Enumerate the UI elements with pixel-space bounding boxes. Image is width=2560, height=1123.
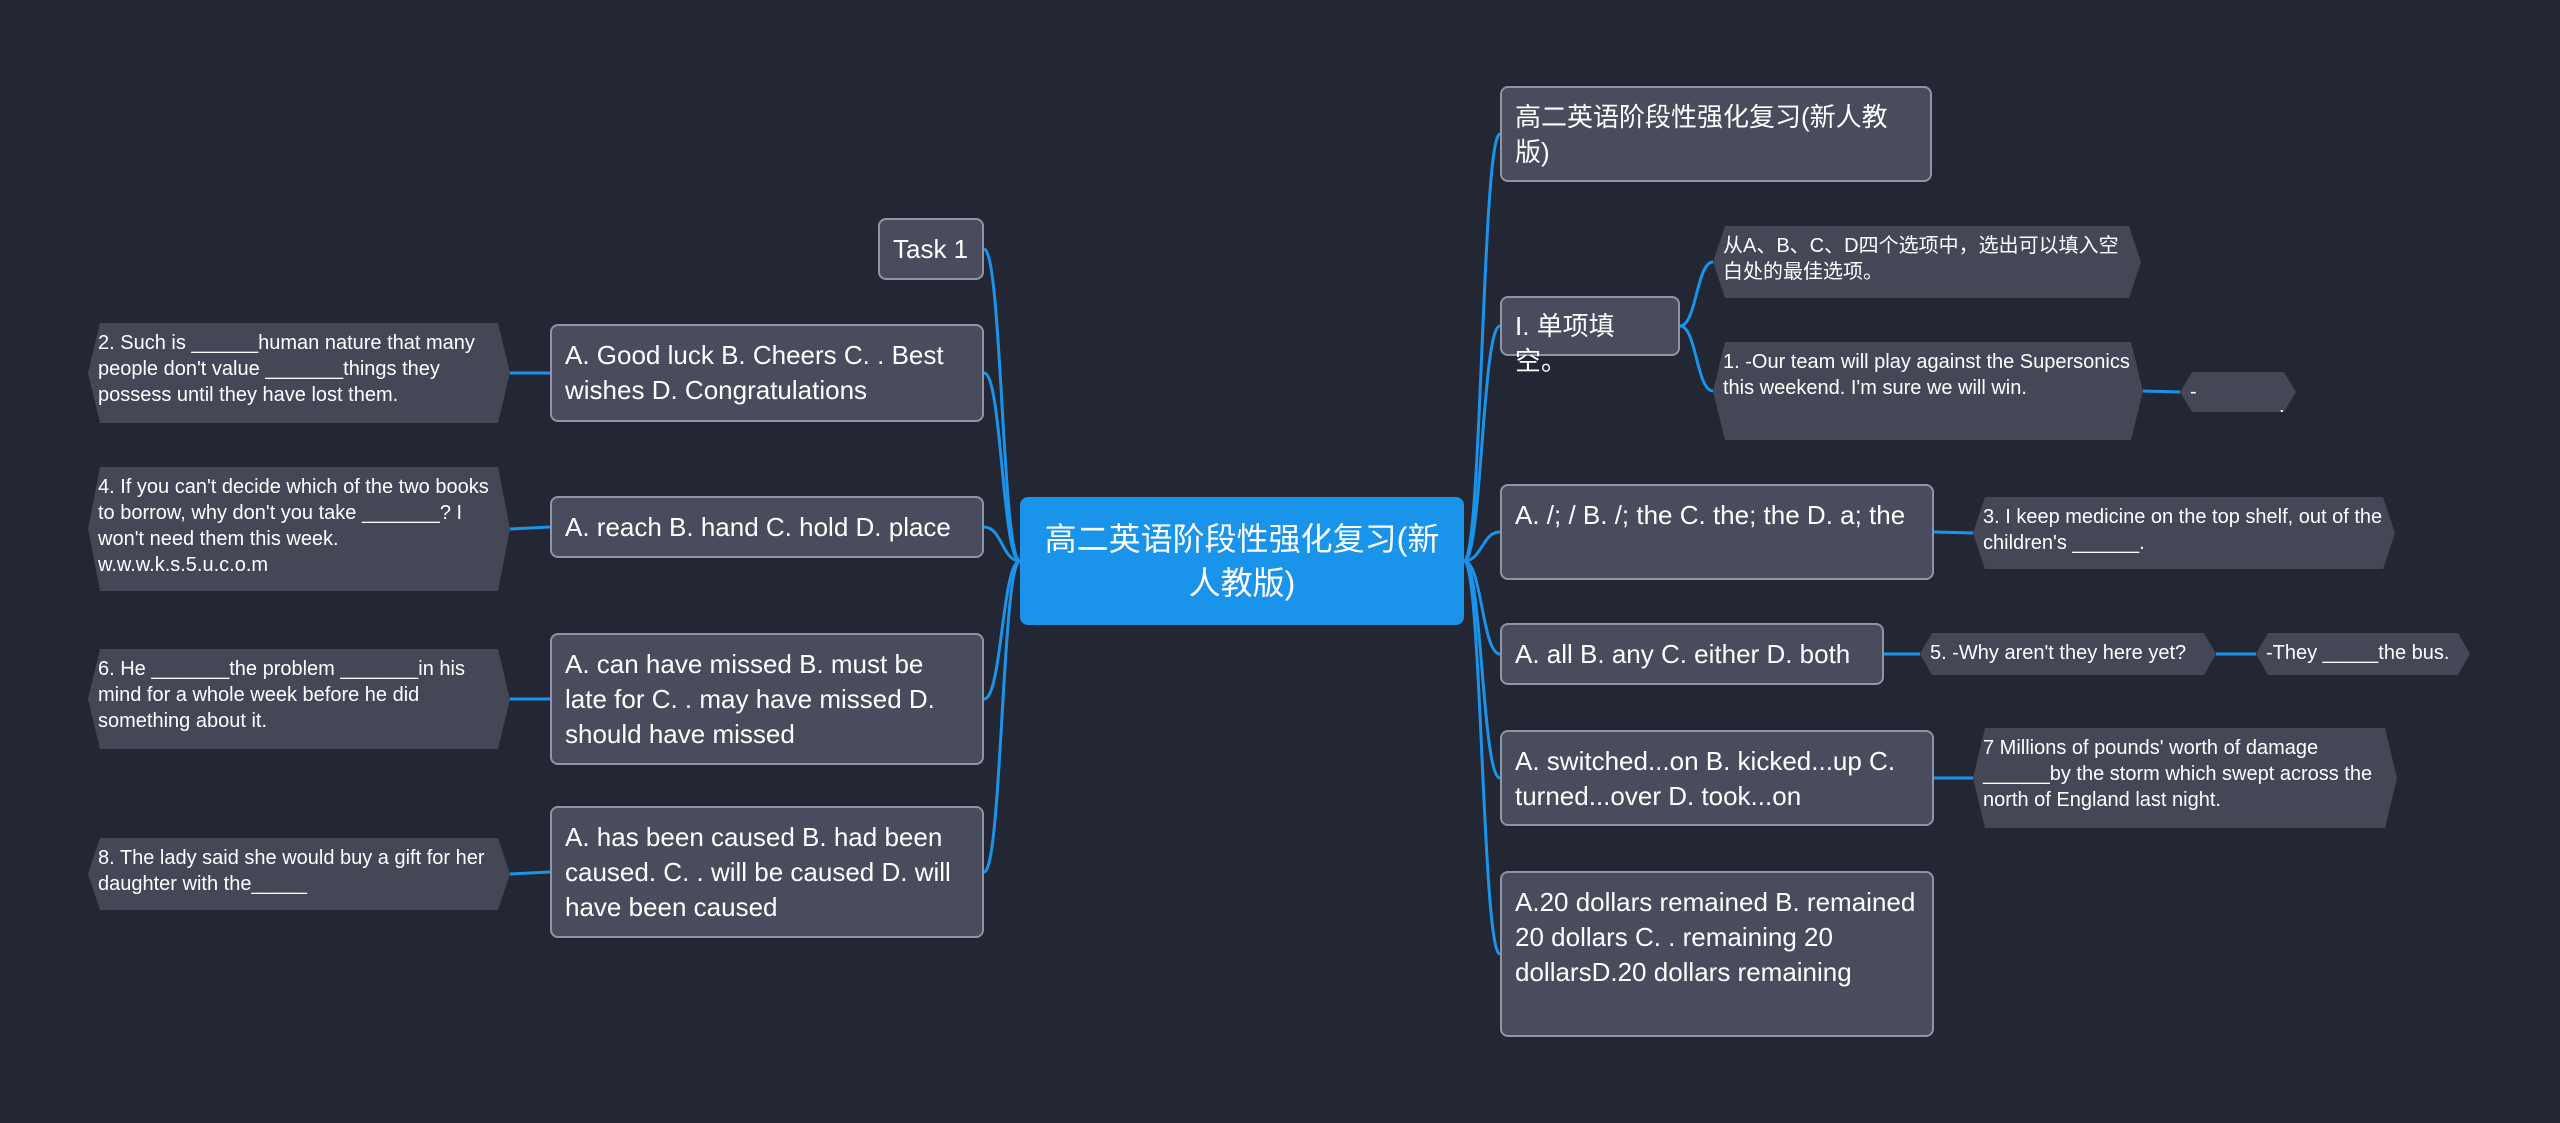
options-reach-label: A. reach B. hand C. hold D. place [565, 512, 951, 542]
link-n-r-art [1463, 530, 1501, 563]
task-1-node[interactable]: Task 1 [878, 218, 984, 280]
options-luck-node[interactable]: A. Good luck B. Cheers C. . Best wishes … [550, 324, 984, 422]
link-n-r-sec1 [1462, 324, 1502, 563]
question-2-label: 2. Such is ______human nature that many … [98, 332, 475, 406]
options-missed-label: A. can have missed B. must be late for C… [565, 649, 935, 749]
link-instr [1679, 260, 1714, 328]
question-8-label: 8. The lady said she would buy a gift fo… [98, 847, 485, 895]
link-q1a [2142, 389, 2181, 394]
question-5-label: 5. -Why aren't they here yet? [1930, 642, 2187, 664]
central-topic[interactable]: 高二英语阶段性强化复习(新人教版) [1020, 497, 1464, 625]
options-switched-node[interactable]: A. switched...on B. kicked...up C. turne… [1500, 730, 1934, 826]
options-reach-node[interactable]: A. reach B. hand C. hold D. place [550, 496, 984, 558]
question-2-node[interactable]: 2. Such is ______human nature that many … [88, 323, 510, 423]
right-title-label: 高二英语阶段性强化复习(新人教版) [1515, 102, 1888, 167]
question-6-label: 6. He _______the problem _______in his m… [98, 658, 465, 732]
question-6-node[interactable]: 6. He _______the problem _______in his m… [88, 649, 510, 749]
link-q3 [1933, 530, 1974, 535]
link-n-l-q8 [509, 870, 551, 876]
link-n-l-task [982, 247, 1022, 563]
question-4-label: 4. If you can't decide which of the two … [98, 476, 489, 576]
link-n-l-q4 [509, 525, 551, 531]
question-5-answer-node[interactable]: -They _____the bus. [2256, 633, 2470, 675]
instruction-node[interactable]: 从A、B、C、D四个选项中，选出可以填入空白处的最佳选项。 [1713, 226, 2141, 298]
question-8-node[interactable]: 8. The lady said she would buy a gift fo… [88, 838, 510, 910]
question-5-answer-label: -They _____the bus. [2266, 642, 2450, 664]
options-missed-node[interactable]: A. can have missed B. must be late for C… [550, 633, 984, 765]
question-5-node[interactable]: 5. -Why aren't they here yet? [1920, 633, 2216, 675]
link-n-r-title [1462, 132, 1502, 563]
question-3-node[interactable]: 3. I keep medicine on the top shelf, out… [1973, 497, 2395, 569]
link-n-r-all [1463, 559, 1501, 656]
options-switched-label: A. switched...on B. kicked...up C. turne… [1515, 746, 1896, 811]
right-title-node[interactable]: 高二英语阶段性强化复习(新人教版) [1500, 86, 1932, 182]
options-caused-label: A. has been caused B. had been caused. C… [565, 822, 951, 922]
link-n-l-reach [983, 525, 1021, 563]
link-q1 [1679, 324, 1714, 393]
link-n-l-cause [982, 559, 1022, 874]
options-dollars-node[interactable]: A.20 dollars remained B. remained 20 dol… [1500, 871, 1934, 1037]
options-dollars-label: A.20 dollars remained B. remained 20 dol… [1515, 887, 1916, 987]
options-articles-label: A. /; / B. /; the C. the; the D. a; the [1515, 500, 1906, 530]
options-articles-node[interactable]: A. /; / B. /; the C. the; the D. a; the [1500, 484, 1934, 580]
section-single-choice-label: I. 单项填空。 [1515, 311, 1615, 376]
question-4-node[interactable]: 4. If you can't decide which of the two … [88, 467, 510, 591]
options-caused-node[interactable]: A. has been caused B. had been caused. C… [550, 806, 984, 938]
section-single-choice-node[interactable]: I. 单项填空。 [1500, 296, 1680, 376]
question-3-label: 3. I keep medicine on the top shelf, out… [1983, 506, 2383, 554]
question-7-node[interactable]: 7 Millions of pounds' worth of damage __… [1973, 728, 2397, 828]
central-topic-label: 高二英语阶段性强化复习(新人教版) [1044, 521, 1440, 601]
options-luck-label: A. Good luck B. Cheers C. . Best wishes … [565, 340, 944, 405]
link-n-l-luck [983, 371, 1021, 563]
question-1-answer-node[interactable]: -________! [2180, 372, 2296, 412]
options-all-node[interactable]: A. all B. any C. either D. both [1500, 623, 1884, 685]
task-1-label: Task 1 [893, 234, 969, 264]
instruction-label: 从A、B、C、D四个选项中，选出可以填入空白处的最佳选项。 [1723, 235, 2119, 283]
options-all-label: A. all B. any C. either D. both [1515, 639, 1851, 669]
link-n-r-dol [1462, 559, 1502, 956]
question-7-label: 7 Millions of pounds' worth of damage __… [1983, 737, 2373, 811]
question-1-node[interactable]: 1. -Our team will play against the Super… [1713, 342, 2143, 440]
link-n-l-miss [983, 559, 1021, 701]
question-1-label: 1. -Our team will play against the Super… [1723, 351, 2130, 399]
